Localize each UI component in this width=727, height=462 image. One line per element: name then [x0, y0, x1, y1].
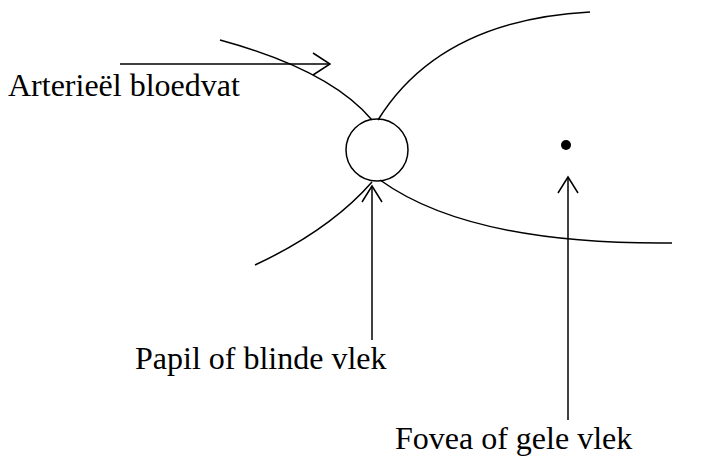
part-label: Fovea of gele vlek [393, 421, 634, 456]
blood-vessel [220, 40, 372, 120]
leader-arrow [371, 186, 373, 340]
leader-arrow [120, 63, 330, 65]
blood-vessel [255, 182, 372, 265]
leader-arrow [567, 177, 569, 420]
part-label: Arterieël bloedvat [6, 68, 242, 103]
arrow-head [558, 177, 578, 193]
arrow-head [362, 186, 382, 202]
blood-vessel [378, 12, 590, 120]
blood-vessel [380, 180, 672, 243]
arrow-head [313, 53, 330, 75]
fovea-dot [561, 140, 571, 150]
optic-disc [346, 119, 408, 181]
part-label: Papil of blinde vlek [133, 341, 389, 376]
